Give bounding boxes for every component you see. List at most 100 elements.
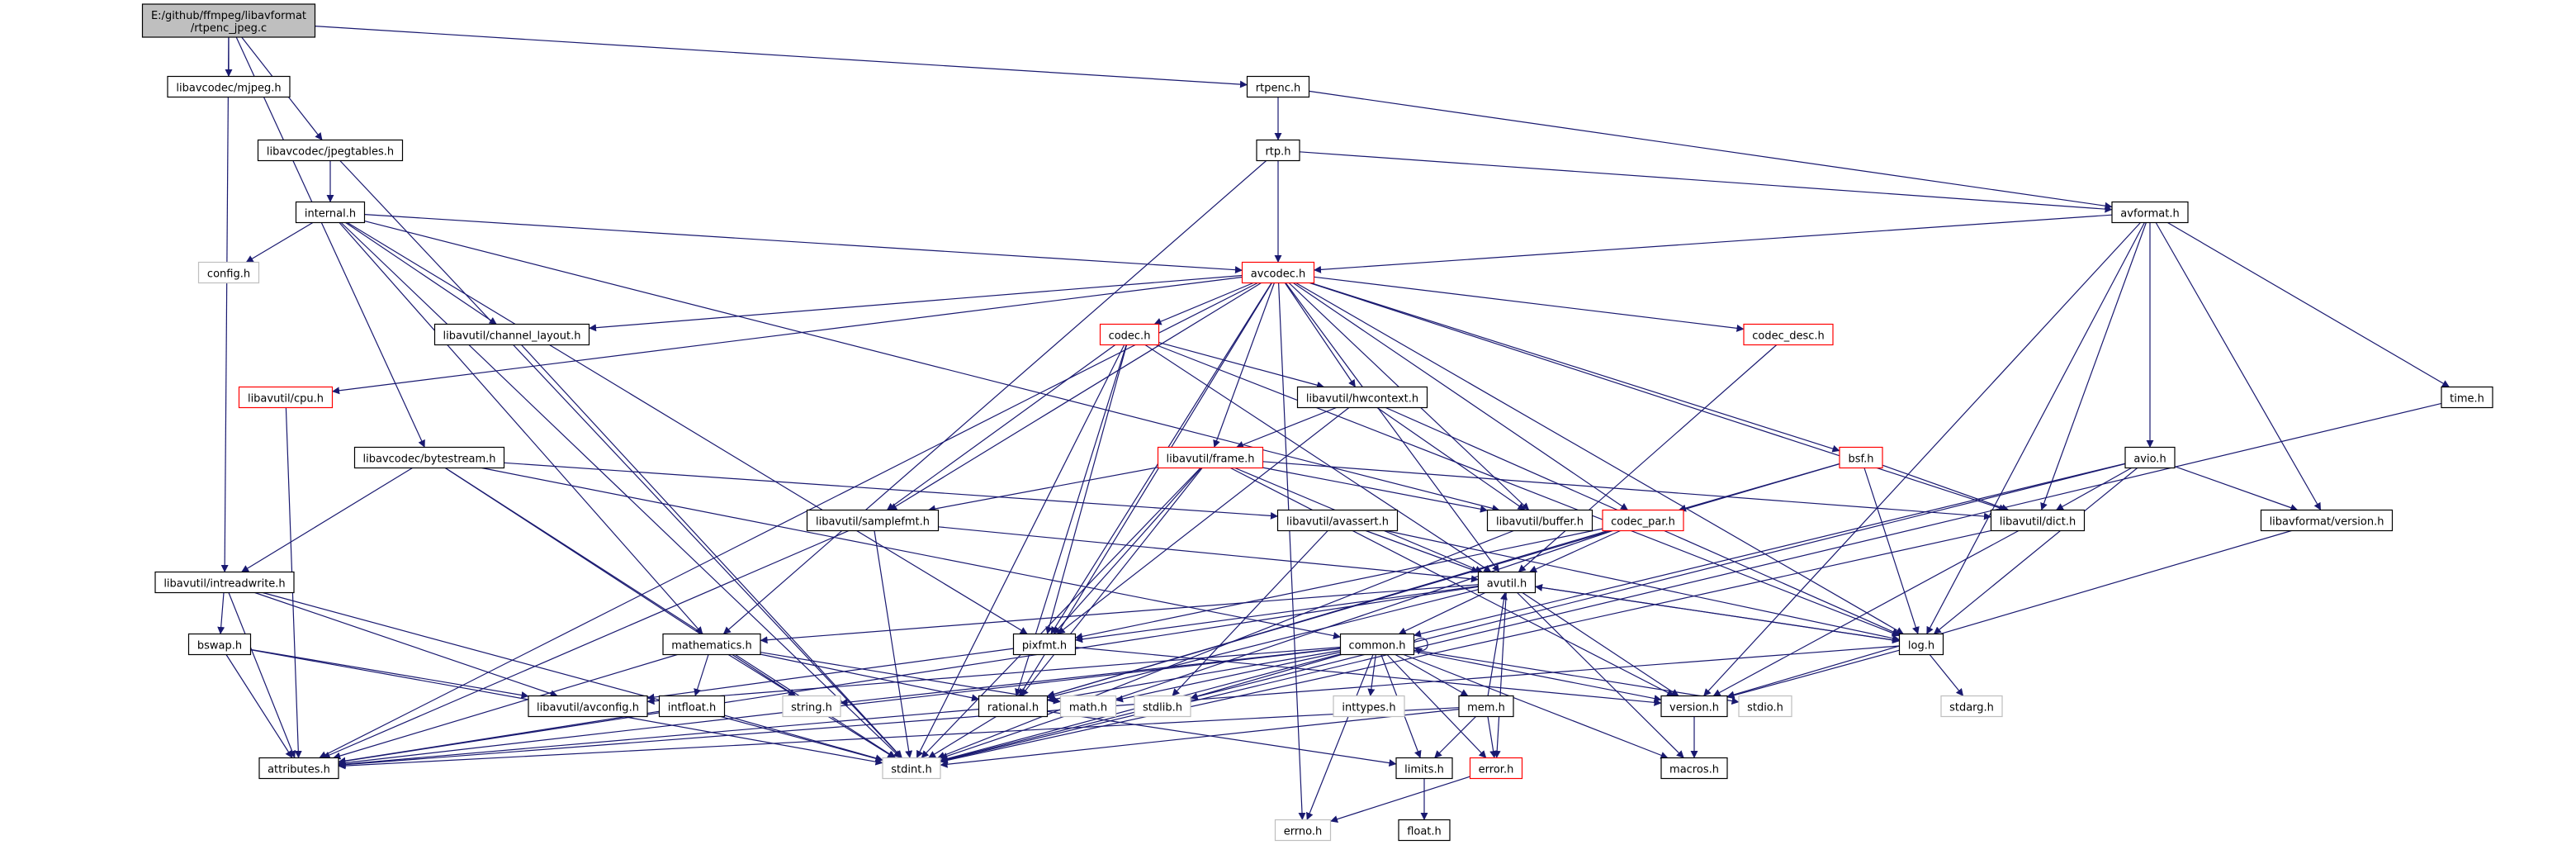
- node-label: libavutil/channel_layout.h: [443, 330, 581, 343]
- edge-bsf-to-log: [1863, 468, 1920, 634]
- edge-root-to-rtpenc: [315, 26, 1248, 88]
- node-buffer[interactable]: libavutil/buffer.h: [1486, 509, 1593, 532]
- node-stdio[interactable]: stdio.h: [1738, 695, 1792, 718]
- node-intreadwrite[interactable]: libavutil/intreadwrite.h: [154, 571, 295, 594]
- node-label: internal.h: [305, 208, 356, 221]
- node-label: E:/github/ffmpeg/libavformat: [151, 10, 306, 22]
- node-box: [1296, 386, 1428, 409]
- edge-rtp-to-avformat: [1299, 151, 2113, 213]
- node-string[interactable]: string.h: [782, 695, 841, 718]
- node-box: [1486, 509, 1593, 532]
- node-box: [1477, 571, 1537, 594]
- edge-codec-to-log: [1155, 344, 1900, 637]
- node-config[interactable]: config.h: [197, 261, 260, 284]
- node-box: [141, 3, 316, 38]
- node-rtpenc[interactable]: rtpenc.h: [1246, 75, 1310, 98]
- edge-bswap-to-attributes: [225, 654, 293, 758]
- edge-avformat-to-log: [1926, 222, 2145, 634]
- node-codecpar[interactable]: codec_par.h: [1602, 509, 1684, 532]
- node-box: [1940, 695, 2003, 718]
- node-log[interactable]: log.h: [1898, 633, 1944, 656]
- node-codecdesc[interactable]: codec_desc.h: [1743, 323, 1834, 346]
- node-avcodec[interactable]: avcodec.h: [1241, 261, 1315, 284]
- node-codec[interactable]: codec.h: [1099, 323, 1160, 346]
- node-avconfig[interactable]: libavutil/avconfig.h: [528, 695, 648, 718]
- node-box: [782, 695, 841, 718]
- node-box: [2441, 386, 2493, 409]
- node-attributes[interactable]: attributes.h: [258, 757, 339, 780]
- node-avassert[interactable]: libavutil/avassert.h: [1276, 509, 1399, 532]
- node-root[interactable]: E:/github/ffmpeg/libavformat/rtpenc_jpeg…: [141, 3, 316, 38]
- node-math[interactable]: math.h: [1059, 695, 1117, 718]
- node-rtp[interactable]: rtp.h: [1256, 139, 1300, 162]
- node-box: [1743, 323, 1834, 346]
- edge-common-to-error: [1386, 654, 1487, 758]
- node-errno[interactable]: errno.h: [1274, 819, 1332, 842]
- node-chlayout[interactable]: libavutil/channel_layout.h: [433, 323, 590, 346]
- node-frame[interactable]: libavutil/frame.h: [1157, 446, 1264, 469]
- edge-internal-to-pixfmt: [347, 221, 1028, 635]
- node-lavfversion[interactable]: libavformat/version.h: [2260, 509, 2394, 532]
- node-dict[interactable]: libavutil/dict.h: [1990, 509, 2086, 532]
- node-cpu[interactable]: libavutil/cpu.h: [238, 386, 334, 409]
- node-box: [978, 695, 1049, 718]
- edge-avcodec-to-dict: [1309, 282, 2007, 512]
- node-stdarg[interactable]: stdarg.h: [1940, 695, 2003, 718]
- edge-mem-to-limits: [1434, 716, 1476, 758]
- edge-avutil-to-rational: [1047, 589, 1479, 700]
- node-label: rtp.h: [1265, 146, 1290, 159]
- node-samplefmt[interactable]: libavutil/samplefmt.h: [806, 509, 940, 532]
- node-box: [295, 201, 366, 224]
- node-box: [662, 633, 761, 656]
- node-box: [1333, 695, 1405, 718]
- edge-common-to-inttypes: [1367, 654, 1376, 696]
- edge-mem-to-attributes: [338, 707, 1460, 770]
- node-label: bswap.h: [197, 640, 242, 653]
- edge-internal-to-config: [245, 221, 314, 263]
- node-label: math.h: [1069, 702, 1107, 714]
- edge-frame-to-pixfmt: [1053, 468, 1202, 634]
- node-stdlib[interactable]: stdlib.h: [1134, 695, 1191, 718]
- edge-avformat-to-dict: [2040, 222, 2147, 510]
- node-label: libavutil/frame.h: [1167, 453, 1255, 466]
- edge-avassert-to-log: [1385, 529, 1900, 643]
- node-box: [1339, 633, 1415, 656]
- edge-avcodec-to-attributes: [319, 282, 1258, 759]
- node-stdint[interactable]: stdint.h: [882, 757, 941, 780]
- node-float[interactable]: float.h: [1398, 819, 1451, 842]
- node-avformat[interactable]: avformat.h: [2111, 201, 2189, 224]
- node-rational[interactable]: rational.h: [978, 695, 1049, 718]
- node-bswap[interactable]: bswap.h: [187, 633, 252, 656]
- node-bytestream[interactable]: libavcodec/bytestream.h: [353, 446, 505, 469]
- node-hwcontext[interactable]: libavutil/hwcontext.h: [1296, 386, 1428, 409]
- edge-avcodec-to-hwcontext: [1284, 282, 1357, 387]
- node-common[interactable]: common.h: [1339, 633, 1415, 656]
- node-bsf[interactable]: bsf.h: [1839, 446, 1883, 469]
- node-label: string.h: [791, 702, 832, 714]
- edge-common-to-version: [1413, 651, 1662, 702]
- node-error[interactable]: error.h: [1469, 757, 1523, 780]
- node-label: attributes.h: [268, 764, 330, 776]
- node-box: [2111, 201, 2189, 224]
- edge-hwcontext-to-frame: [1236, 406, 1337, 449]
- node-avutil[interactable]: avutil.h: [1477, 571, 1537, 594]
- node-box: [258, 757, 339, 780]
- node-limits[interactable]: limits.h: [1395, 757, 1453, 780]
- node-intfloat[interactable]: intfloat.h: [658, 695, 726, 718]
- edge-avio-to-dict: [2056, 467, 2132, 511]
- node-label: errno.h: [1284, 826, 1323, 838]
- edge-codecpar-to-stdint: [940, 529, 1613, 760]
- node-pixfmt[interactable]: pixfmt.h: [1012, 633, 1077, 656]
- edge-avcodec-to-errno: [1278, 282, 1306, 820]
- node-internal[interactable]: internal.h: [295, 201, 366, 224]
- node-jpegtables[interactable]: libavcodec/jpegtables.h: [257, 139, 404, 162]
- node-version[interactable]: version.h: [1660, 695, 1728, 718]
- node-macros[interactable]: macros.h: [1660, 757, 1728, 780]
- node-time[interactable]: time.h: [2441, 386, 2493, 409]
- node-mjpeg[interactable]: libavcodec/mjpeg.h: [167, 75, 291, 98]
- node-mathematics[interactable]: mathematics.h: [662, 633, 761, 656]
- edge-dict-to-version: [1712, 529, 2020, 697]
- node-mem[interactable]: mem.h: [1458, 695, 1514, 718]
- node-avio[interactable]: avio.h: [2124, 446, 2176, 469]
- node-inttypes[interactable]: inttypes.h: [1333, 695, 1405, 718]
